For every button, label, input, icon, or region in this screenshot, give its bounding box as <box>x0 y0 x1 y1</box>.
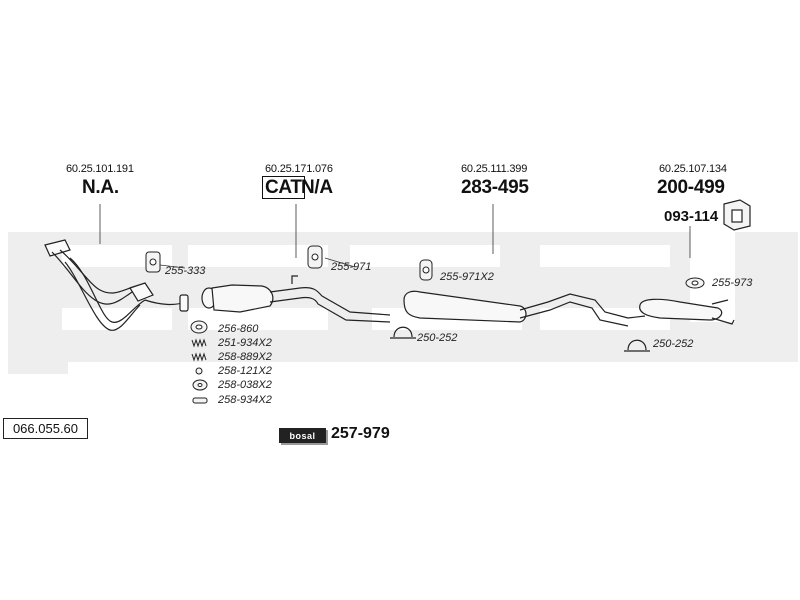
kit-number: 257-979 <box>331 425 390 442</box>
mid-clamp-part <box>390 326 416 339</box>
callout-cat-mount: 255-971 <box>331 261 372 273</box>
section-2-oe-number: 60.25.171.076 <box>265 163 333 175</box>
fitting-part-6: 258-934X2 <box>218 394 272 406</box>
fitting-part-4: 258-121X2 <box>218 365 272 377</box>
section-4-part-number: 200-499 <box>657 177 725 198</box>
callout-mid-mount: 255-971X2 <box>440 271 494 283</box>
watermark-logo <box>8 232 798 374</box>
callout-rear-clamp: 250-252 <box>653 338 694 350</box>
leader-lines <box>99 204 691 269</box>
rear-clamp-part <box>624 339 650 352</box>
front-mount-part <box>145 251 161 273</box>
fitting-part-icons <box>190 320 208 404</box>
brand-badge: bosal <box>279 428 326 443</box>
section-2-part-number: N/A <box>301 177 333 198</box>
section-3-oe-number: 60.25.111.399 <box>461 163 528 175</box>
fitting-part-1: 256-860 <box>218 323 259 335</box>
section-1-part-number: N.A. <box>82 177 119 198</box>
front-pipe <box>44 239 189 331</box>
bracket-part <box>723 199 751 231</box>
diagram-id-label: 066.055.60 <box>3 418 88 439</box>
callout-mid-clamp: 250-252 <box>417 332 458 344</box>
catalytic-converter <box>201 275 391 323</box>
mid-mount-part <box>419 259 433 281</box>
middle-silencer <box>403 290 629 327</box>
fitting-part-2: 251-934X2 <box>218 337 272 349</box>
cat-mount-part <box>307 245 323 269</box>
rear-silencer <box>627 298 735 325</box>
section-2-cat-label: CAT <box>262 176 305 199</box>
section-4-extra-part-number: 093-114 <box>664 208 719 225</box>
section-4-oe-number: 60.25.107.134 <box>659 163 727 175</box>
fitting-part-5: 258-038X2 <box>218 379 272 391</box>
rear-mount-part <box>685 277 705 289</box>
fitting-part-3: 258-889X2 <box>218 351 272 363</box>
callout-front-mount: 255-333 <box>165 265 206 277</box>
section-1-oe-number: 60.25.101.191 <box>66 163 134 175</box>
section-3-part-number: 283-495 <box>461 177 529 198</box>
callout-rear-mount: 255-973 <box>712 277 753 289</box>
